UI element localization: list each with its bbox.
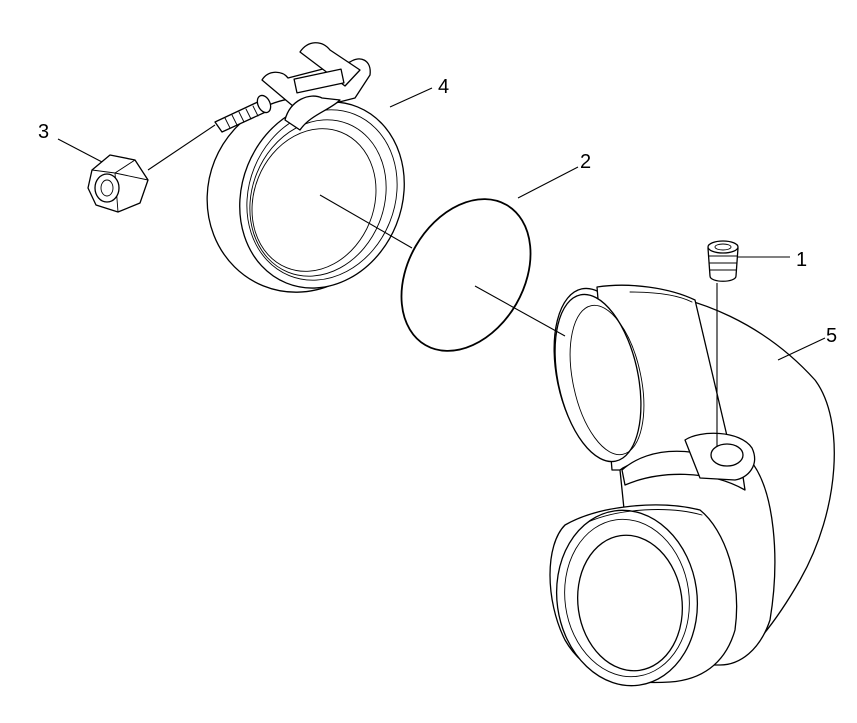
callout-leaders [57,87,826,361]
callout-5: 5 [826,325,837,347]
assembly-axis-lines [147,124,718,447]
part-3-hex-nut [87,154,149,213]
callout-1: 1 [796,249,807,271]
callout-4: 4 [438,76,449,98]
leader-2 [517,166,579,199]
leader-3 [57,138,103,163]
callout-labels: 1 2 3 4 5 [38,76,837,347]
part-5-elbow-pipe [549,284,835,687]
part-4-clamp [206,42,405,293]
part-1-plug [707,240,739,282]
part-2-o-ring [400,198,532,352]
leader-5 [777,337,826,361]
callout-3: 3 [38,121,49,143]
callout-2: 2 [580,151,591,173]
leader-4 [389,87,433,108]
